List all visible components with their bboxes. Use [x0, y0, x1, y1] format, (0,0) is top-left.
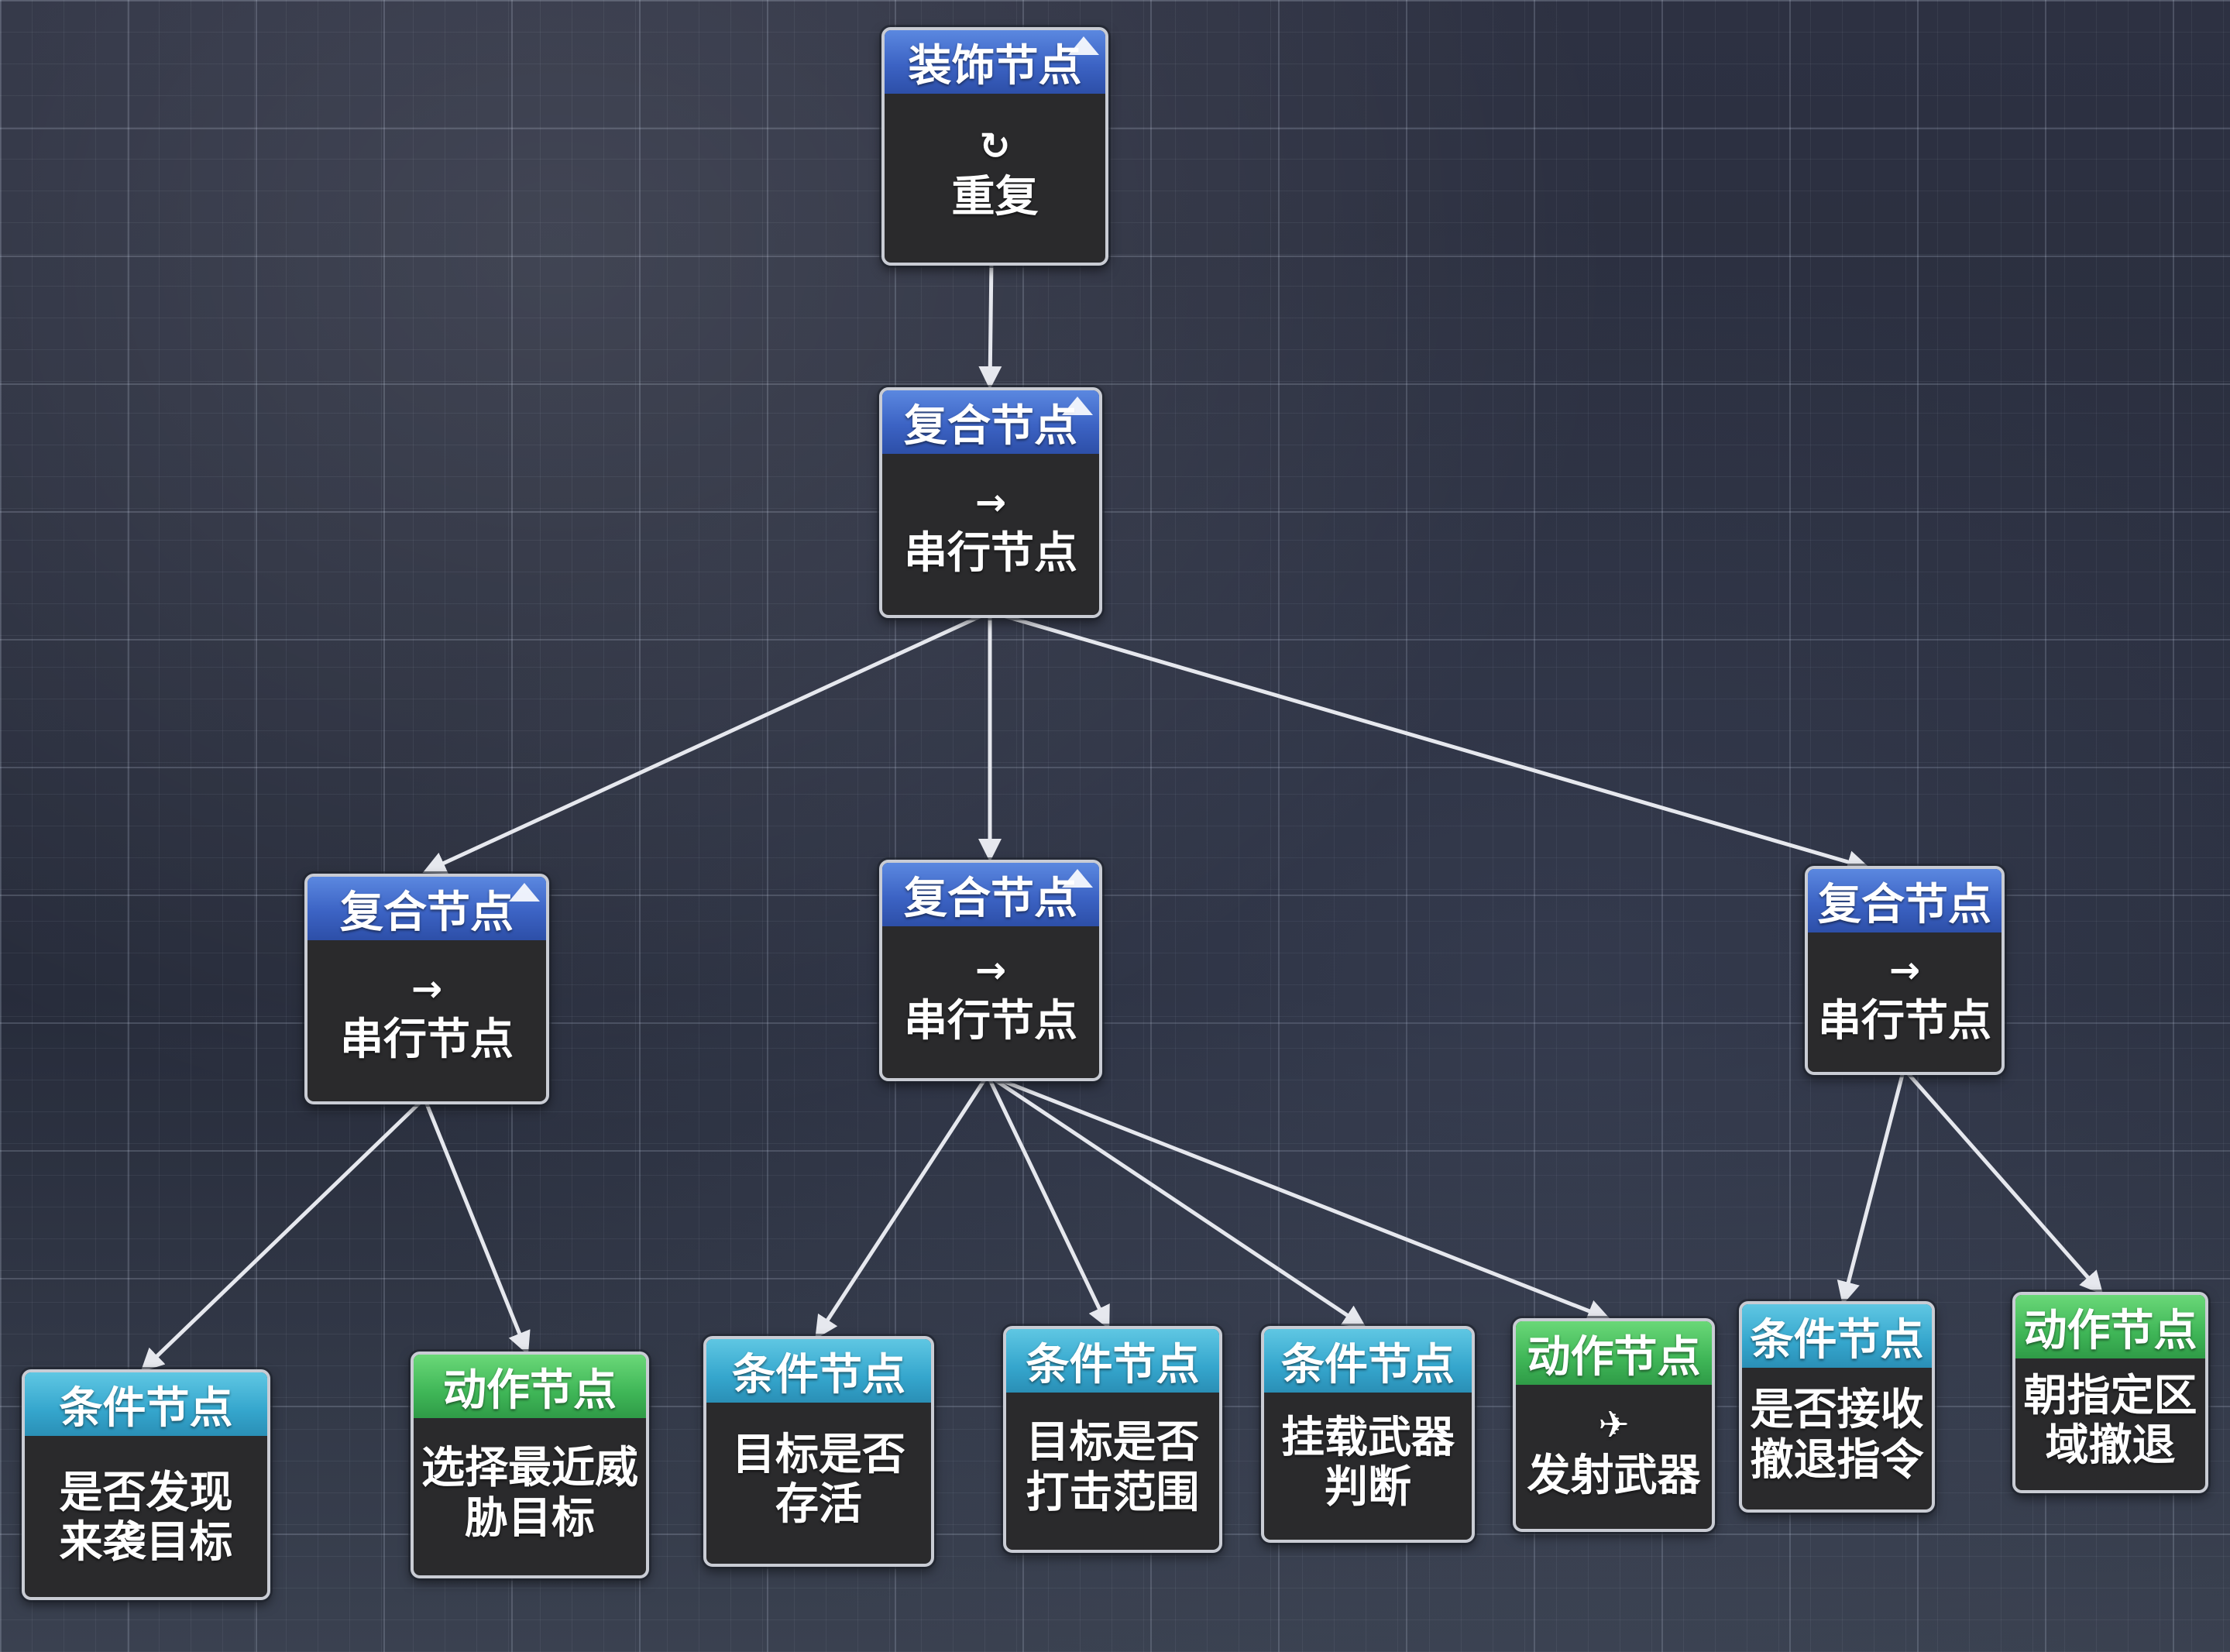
- node-body: ↻ 重复: [885, 94, 1105, 256]
- node-type-label: 条件节点: [59, 1382, 233, 1434]
- missile-icon: ✈: [1598, 1403, 1630, 1447]
- repeat-decorator-node[interactable]: 装饰节点 ↻ 重复: [881, 27, 1108, 266]
- node-type-header: 动作节点: [1516, 1321, 1712, 1385]
- node-type-label: 动作节点: [443, 1365, 617, 1416]
- node-body: 目标是否 存活: [706, 1403, 931, 1558]
- node-label-line1: 朝指定区: [2023, 1370, 2197, 1421]
- condition-target-in-range-node[interactable]: 条件节点 目标是否 打击范围: [1003, 1326, 1222, 1553]
- node-type-label: 复合节点: [1818, 879, 1991, 930]
- node-type-label: 装饰节点: [908, 40, 1082, 91]
- node-label-line1: 是否接收: [1750, 1385, 1924, 1436]
- repeat-icon: ↻: [979, 124, 1011, 168]
- node-type-label: 复合节点: [904, 873, 1077, 924]
- node-label: 串行节点: [904, 527, 1077, 579]
- edge-left-to-select: [422, 1097, 531, 1355]
- node-body: → 串行节点: [1808, 932, 2002, 1066]
- node-body: → 串行节点: [882, 926, 1099, 1072]
- node-type-header: 复合节点: [308, 877, 546, 940]
- node-body: 是否接收 撤退指令: [1742, 1368, 1932, 1503]
- edge-root-to-sequence: [978, 259, 1002, 390]
- node-label: 串行节点: [904, 995, 1077, 1046]
- node-type-label: 条件节点: [1026, 1339, 1200, 1390]
- edge-sequence-to-left: [422, 610, 991, 874]
- sequence-arrow-icon: →: [411, 967, 443, 1011]
- node-body: → 串行节点: [308, 940, 546, 1095]
- node-label-line1: 目标是否: [732, 1429, 905, 1480]
- node-type-header: 条件节点: [1264, 1329, 1472, 1393]
- node-type-header: 条件节点: [1006, 1329, 1219, 1393]
- node-label-line2: 判断: [1325, 1462, 1411, 1513]
- node-type-label: 动作节点: [1527, 1331, 1701, 1382]
- action-select-threat-node[interactable]: 动作节点 选择最近威 胁目标: [411, 1351, 649, 1578]
- node-label-line2: 胁目标: [465, 1492, 595, 1544]
- sequence-arrow-icon: →: [974, 480, 1007, 524]
- edge-right-to-retreat-cond: [1837, 1068, 1906, 1305]
- middle-sequence-node[interactable]: 复合节点 → 串行节点: [879, 860, 1102, 1081]
- node-type-label: 条件节点: [1281, 1339, 1455, 1390]
- action-fire-weapon-node[interactable]: 动作节点 ✈ 发射武器: [1513, 1318, 1715, 1532]
- edge-middle-to-weapon: [986, 1073, 1367, 1328]
- node-label-line1: 选择最近威: [421, 1443, 638, 1494]
- node-body: 是否发现 来袭目标: [25, 1436, 267, 1595]
- node-label-line2: 来袭目标: [59, 1517, 233, 1568]
- node-label: 串行节点: [1818, 995, 1991, 1046]
- node-type-label: 复合节点: [904, 400, 1077, 452]
- edge-right-to-retreat-act: [1902, 1067, 2104, 1295]
- collapse-triangle-icon[interactable]: [1062, 397, 1093, 415]
- node-type-header: 条件节点: [706, 1339, 931, 1403]
- node-type-label: 条件节点: [1750, 1314, 1924, 1365]
- node-type-header: 复合节点: [882, 390, 1099, 454]
- edge-middle-to-alive: [815, 1073, 990, 1340]
- edge-left-to-detect: [140, 1097, 426, 1372]
- node-type-header: 复合节点: [1808, 869, 2002, 932]
- node-label-line2: 打击范围: [1026, 1467, 1200, 1518]
- node-type-label: 动作节点: [2023, 1305, 2197, 1356]
- condition-target-alive-node[interactable]: 条件节点 目标是否 存活: [703, 1336, 934, 1567]
- node-label-line2: 撤退指令: [1750, 1434, 1924, 1485]
- node-body: → 串行节点: [882, 454, 1099, 609]
- node-label-line2: 存活: [775, 1479, 862, 1530]
- left-sequence-node[interactable]: 复合节点 → 串行节点: [304, 874, 549, 1104]
- condition-detect-target-node[interactable]: 条件节点 是否发现 来袭目标: [22, 1369, 270, 1600]
- collapse-triangle-icon[interactable]: [1062, 869, 1093, 888]
- node-label-line1: 挂载武器: [1281, 1412, 1455, 1463]
- node-label-line1: 是否发现: [59, 1467, 233, 1518]
- main-sequence-node[interactable]: 复合节点 → 串行节点: [879, 387, 1102, 618]
- node-type-header: 动作节点: [414, 1355, 646, 1418]
- node-type-header: 条件节点: [25, 1372, 267, 1436]
- node-body: 选择最近威 胁目标: [414, 1418, 646, 1569]
- node-type-header: 复合节点: [882, 863, 1099, 926]
- right-sequence-node[interactable]: 复合节点 → 串行节点: [1805, 866, 2005, 1075]
- node-body: 挂载武器 判断: [1264, 1393, 1472, 1534]
- node-body: 目标是否 打击范围: [1006, 1393, 1219, 1544]
- edge-sequence-to-right: [989, 610, 1871, 874]
- edge-middle-to-range: [985, 1073, 1110, 1330]
- sequence-arrow-icon: →: [974, 948, 1007, 992]
- condition-retreat-order-node[interactable]: 条件节点 是否接收 撤退指令: [1739, 1301, 1935, 1513]
- node-type-header: 条件节点: [1742, 1304, 1932, 1368]
- node-type-label: 条件节点: [732, 1349, 905, 1400]
- collapse-triangle-icon[interactable]: [1068, 36, 1099, 55]
- condition-weapon-check-node[interactable]: 条件节点 挂载武器 判断: [1261, 1326, 1475, 1543]
- node-type-label: 复合节点: [340, 887, 514, 938]
- action-retreat-area-node[interactable]: 动作节点 朝指定区 域撤退: [2012, 1292, 2208, 1493]
- node-body: 朝指定区 域撤退: [2015, 1358, 2205, 1484]
- node-type-header: 动作节点: [2015, 1295, 2205, 1358]
- node-label-line2: 域撤退: [2045, 1420, 2176, 1471]
- sequence-arrow-icon: →: [1888, 948, 1921, 992]
- collapse-triangle-icon[interactable]: [509, 883, 540, 902]
- node-body: ✈ 发射武器: [1516, 1385, 1712, 1523]
- node-label: 重复: [951, 171, 1039, 222]
- node-label: 发射武器: [1527, 1450, 1701, 1501]
- node-label-line1: 目标是否: [1026, 1417, 1200, 1468]
- node-type-header: 装饰节点: [885, 30, 1105, 94]
- edge-middle-to-fire: [987, 1073, 1611, 1322]
- node-label: 串行节点: [340, 1014, 514, 1065]
